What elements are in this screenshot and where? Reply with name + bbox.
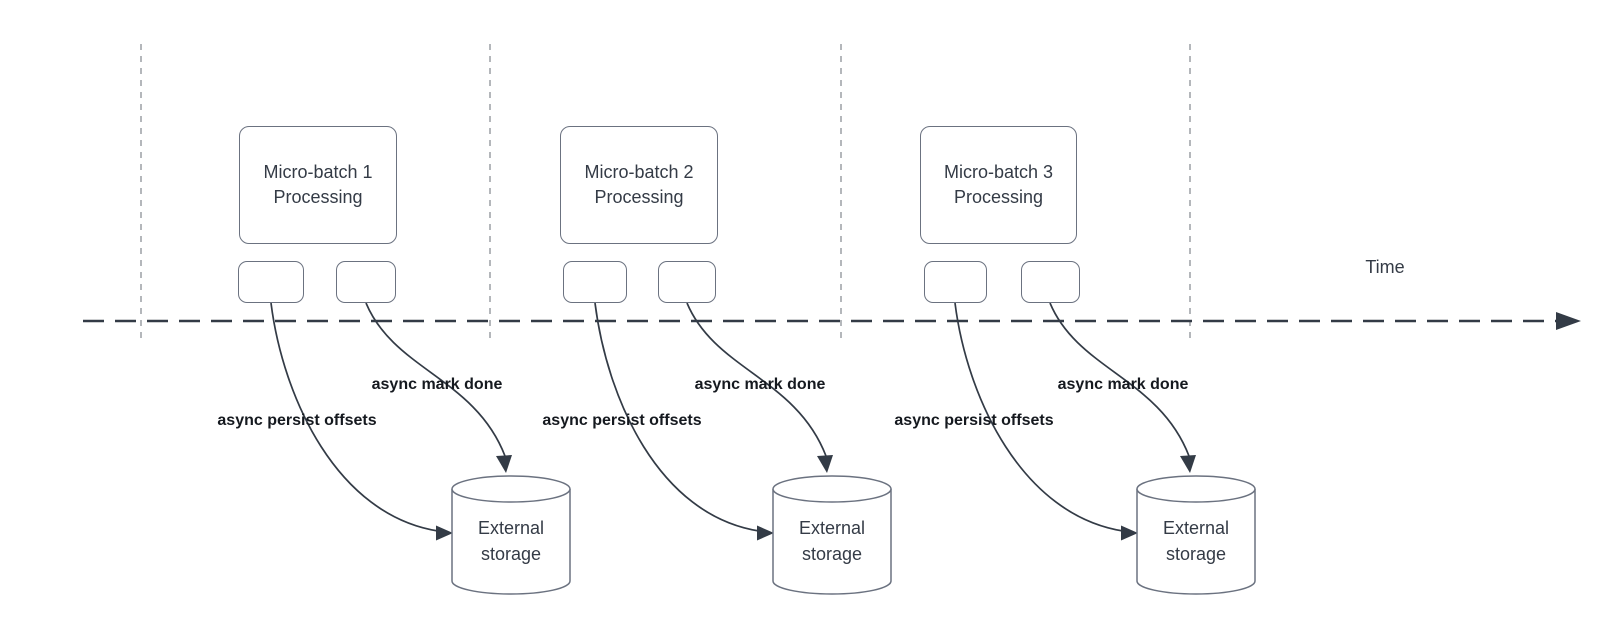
batch3-right-task-box xyxy=(1021,261,1080,303)
micro-batch-2-subtitle: Processing xyxy=(594,187,684,207)
mark-done-arrow-3 xyxy=(1049,302,1190,457)
micro-batch-1-title: Micro-batch 1 xyxy=(263,162,373,182)
external-storage-label-3: External storage xyxy=(1162,518,1230,564)
external-storage-label-1: External storage xyxy=(477,518,545,564)
persist-offsets-label-1: async persist offsets xyxy=(217,412,377,429)
persist-offsets-arrow-2 xyxy=(594,302,760,532)
batch1-left-task-box xyxy=(238,261,304,303)
micro-batch-3-subtitle: Processing xyxy=(953,187,1044,207)
external-storage-cylinder-3 xyxy=(1136,475,1256,595)
persist-offsets-arrow-3 xyxy=(954,302,1124,532)
persist-offsets-arrowhead-3 xyxy=(1121,525,1138,541)
batch1-right-task-box xyxy=(336,261,396,303)
external-storage-cylinder-1 xyxy=(451,475,571,595)
micro-batch-3-processing-box: Micro-batch 3 Processing xyxy=(920,126,1077,244)
mark-done-label-2: async mark done xyxy=(694,376,826,393)
mark-done-arrowhead-3 xyxy=(1180,455,1196,473)
external-storage-cylinder-2 xyxy=(772,475,892,595)
mark-done-arrow-2 xyxy=(686,302,827,457)
batch2-left-task-box xyxy=(563,261,627,303)
persist-offsets-label-3: async persist offsets xyxy=(894,412,1054,429)
mark-done-label-3: async mark done xyxy=(1057,376,1189,393)
batch3-left-task-box xyxy=(924,261,987,303)
micro-batch-3-title: Micro-batch 3 xyxy=(943,162,1054,182)
time-axis-arrowhead xyxy=(1556,312,1581,330)
time-axis-label: Time xyxy=(1365,257,1405,277)
micro-batch-1-subtitle: Processing xyxy=(273,187,363,207)
micro-batch-2-title: Micro-batch 2 xyxy=(584,162,694,182)
micro-batch-1-processing-box: Micro-batch 1 Processing xyxy=(239,126,397,244)
external-storage-label-2: External storage xyxy=(798,518,866,564)
persist-offsets-arrowhead-1 xyxy=(436,525,453,541)
mark-done-arrow-1 xyxy=(365,302,506,457)
mark-done-arrowhead-2 xyxy=(817,455,833,473)
micro-batch-2-processing-box: Micro-batch 2 Processing xyxy=(560,126,718,244)
mark-done-arrowhead-1 xyxy=(496,455,512,473)
persist-offsets-label-2: async persist offsets xyxy=(542,412,702,429)
persist-offsets-arrowhead-2 xyxy=(757,525,774,541)
mark-done-label-1: async mark done xyxy=(371,376,503,393)
batch2-right-task-box xyxy=(658,261,716,303)
persist-offsets-arrow-1 xyxy=(270,302,439,532)
